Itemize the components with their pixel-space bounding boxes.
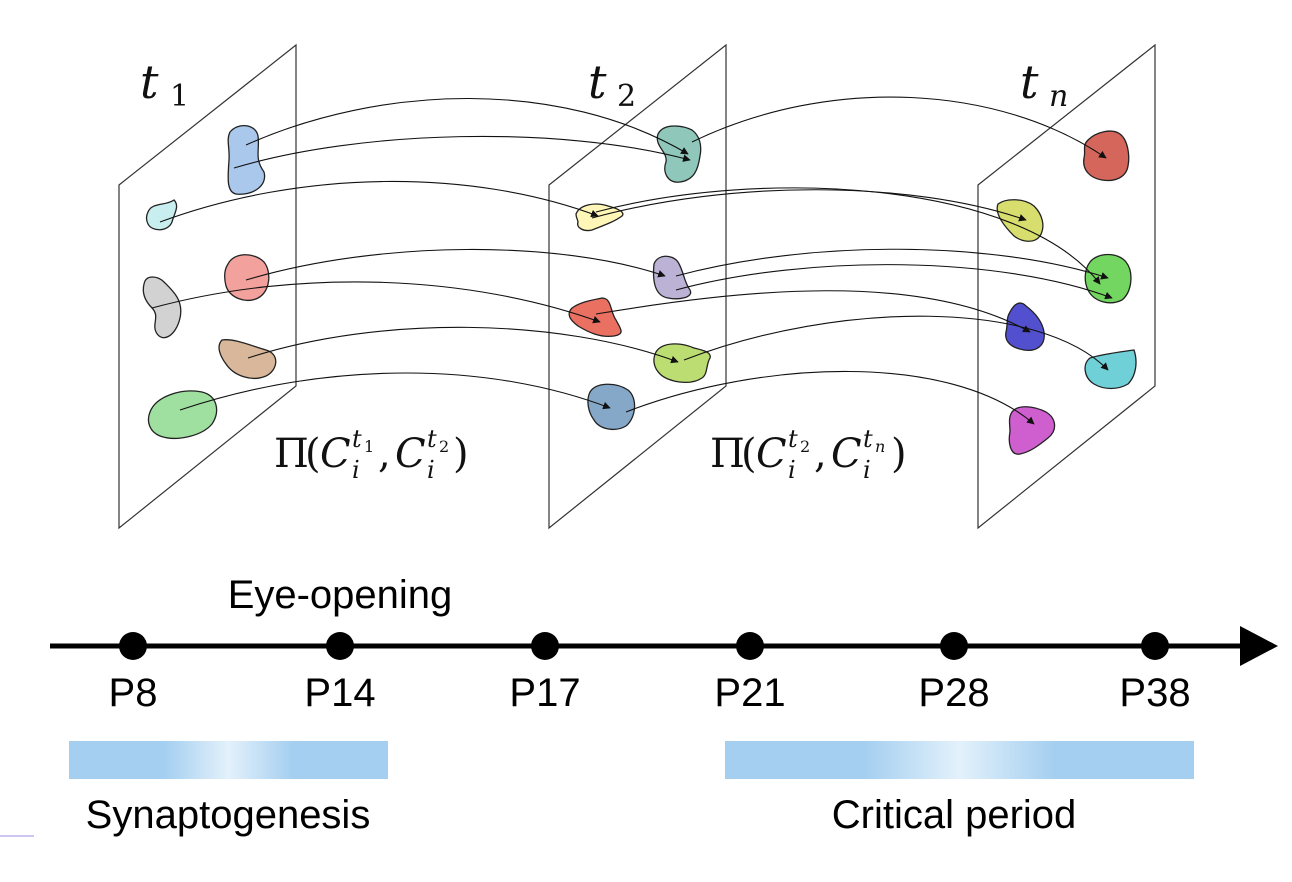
eye-opening-label: Eye-opening — [228, 573, 453, 617]
timeline-points — [119, 632, 1169, 660]
timeline-dot — [119, 632, 147, 660]
trajectory-arrows — [591, 96, 1113, 425]
cell-blob — [1084, 253, 1132, 304]
frame-label-base: t — [1020, 55, 1039, 109]
cell-blob — [656, 125, 702, 183]
sub-i: i — [352, 456, 360, 484]
frame-tn — [977, 43, 1156, 530]
paren-close: ) — [453, 431, 469, 477]
paren-open: ( — [741, 431, 757, 477]
frame-label-base: t — [140, 55, 159, 109]
timeline-label-p28: P28 — [918, 671, 989, 715]
trajectory-arrows — [151, 97, 691, 411]
cell-blob — [575, 203, 624, 232]
sup-sub: n — [875, 437, 885, 456]
frame-label-base: t — [588, 55, 607, 109]
paren-open: ( — [305, 431, 321, 477]
transport-c1: C — [756, 431, 787, 477]
synaptogenesis-label: Synaptogenesis — [86, 793, 371, 837]
critical-period-bar — [725, 741, 1194, 779]
frame-label-tn: t n — [1020, 55, 1068, 114]
comma: , — [378, 431, 391, 477]
timeline-dot — [736, 632, 764, 660]
synaptogenesis-bar — [69, 741, 388, 779]
timeline-label-p38: P38 — [1119, 671, 1190, 715]
timeline-labels: P8 P14 P17 P21 P28 P38 — [109, 671, 1191, 715]
sup-sub: 1 — [364, 437, 374, 456]
frame-label-t1: t 1 — [140, 55, 189, 114]
timeline-dot — [326, 632, 354, 660]
sub-i: i — [427, 456, 435, 484]
timeline-dot — [940, 632, 968, 660]
frame-label-sub: n — [1049, 79, 1068, 114]
sub-i: i — [863, 456, 871, 484]
cell-blob — [227, 125, 266, 195]
cell-blob — [652, 255, 692, 300]
cell-blob — [224, 254, 270, 301]
timeline-dot — [531, 632, 559, 660]
cell-blob — [1008, 406, 1056, 455]
frame-label-sub: 1 — [170, 79, 189, 114]
transport-label-t2-tn: Π ( C t 2 i , C t n i ) — [710, 425, 907, 484]
frame-t2 — [548, 43, 727, 530]
cell-blob — [1084, 349, 1137, 390]
transport-c2: C — [395, 431, 426, 477]
sup-t: t — [788, 425, 798, 453]
cell-blob — [147, 390, 218, 439]
timeline-label-p8: P8 — [109, 671, 158, 715]
cell-blob — [1083, 130, 1130, 182]
transport-c2: C — [831, 431, 862, 477]
cell-blob — [145, 199, 178, 231]
sup-t: t — [427, 425, 437, 453]
sup-sub: 2 — [439, 437, 449, 456]
cell-blob — [587, 383, 636, 431]
timeline-label-p14: P14 — [304, 671, 375, 715]
timeline-label-p17: P17 — [509, 671, 580, 715]
sup-t: t — [352, 425, 362, 453]
comma: , — [814, 431, 827, 477]
frame-label-t2: t 2 — [588, 55, 636, 114]
transport-c1: C — [320, 431, 351, 477]
cell-blob — [218, 339, 277, 379]
timeline-dot — [1141, 632, 1169, 660]
cell-blob — [653, 343, 711, 384]
sup-t: t — [863, 425, 873, 453]
cell-blob — [1005, 302, 1045, 352]
sup-sub: 2 — [800, 437, 810, 456]
paren-close: ) — [891, 431, 907, 477]
frame-t1 — [118, 43, 297, 530]
transport-pi: Π — [710, 431, 745, 477]
timeline-arrowhead — [1240, 626, 1278, 666]
transport-pi: Π — [274, 431, 309, 477]
cell-blob — [142, 276, 182, 339]
cell-blob — [568, 297, 622, 338]
critical-period-label: Critical period — [832, 793, 1077, 837]
transport-label-t1-t2: Π ( C t 1 i , C t 2 i ) — [274, 425, 469, 484]
sub-i: i — [788, 456, 796, 484]
frame-label-sub: 2 — [617, 79, 636, 114]
timeline-label-p21: P21 — [714, 671, 785, 715]
